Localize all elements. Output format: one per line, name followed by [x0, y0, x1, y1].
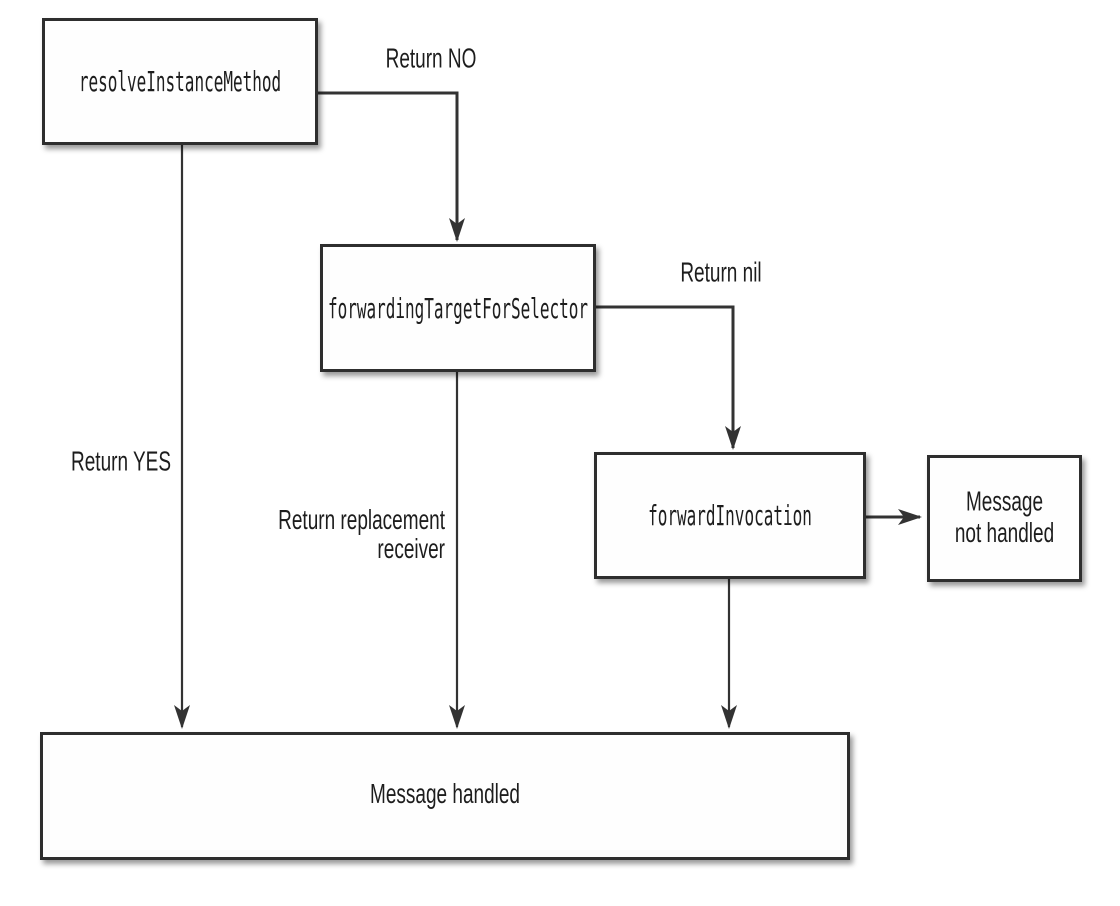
node-message-not-handled-label: Message not handled: [955, 487, 1054, 551]
edge-label-return-nil: Return nil: [680, 259, 761, 288]
edge-label-return-replacement-receiver: Return replacement receiver: [278, 506, 445, 564]
node-message-handled: Message handled: [40, 732, 850, 860]
edge-label-return-replacement-line2: receiver: [377, 534, 445, 565]
node-message-not-handled: Message not handled: [927, 455, 1082, 582]
node-message-not-handled-line2: not handled: [954, 518, 1055, 549]
node-forward-invocation-label: forwardInvocation: [648, 498, 812, 533]
edge-label-return-yes: Return YES: [71, 448, 171, 477]
node-forward-invocation: forwardInvocation: [594, 452, 866, 579]
node-forwarding-target-for-selector: forwardingTargetForSelector: [320, 244, 596, 372]
node-resolve-instance-method-label: resolveInstanceMethod: [78, 64, 282, 99]
edge-label-return-no-text: Return NO: [385, 44, 477, 75]
edge-label-return-replacement-line1: Return replacement: [278, 505, 445, 536]
edge-label-return-no: Return NO: [386, 45, 477, 74]
edge-label-return-nil-text: Return nil: [680, 258, 762, 289]
edge-label-return-yes-text: Return YES: [71, 447, 171, 478]
node-message-handled-label: Message handled: [370, 780, 520, 811]
edge-return-no-line: [318, 91, 465, 242]
node-message-not-handled-line1: Message: [965, 486, 1044, 518]
node-resolve-instance-method: resolveInstanceMethod: [42, 18, 318, 145]
edge-return-nil-line: [595, 305, 741, 450]
node-forwarding-target-for-selector-label: forwardingTargetForSelector: [327, 291, 589, 325]
edge-label-return-replacement-receiver-text: Return replacement receiver: [278, 505, 445, 565]
